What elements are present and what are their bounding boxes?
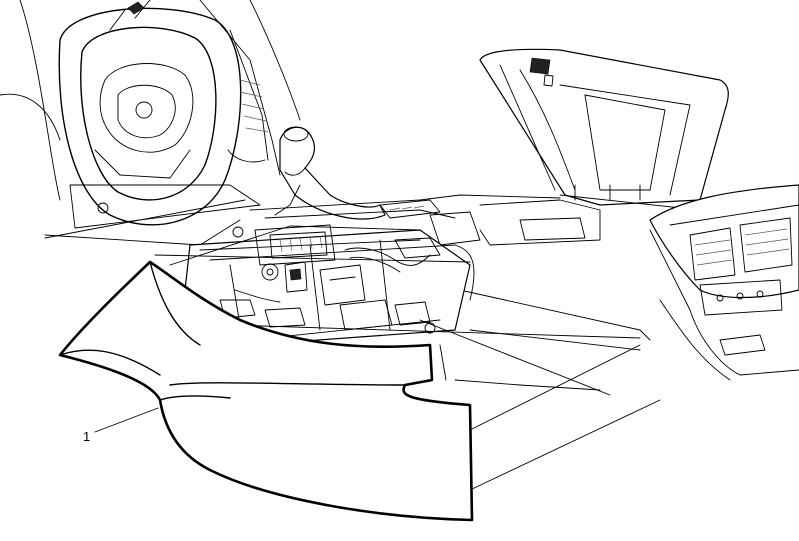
rear-console-vents xyxy=(649,184,799,381)
instrument-panel xyxy=(0,0,301,201)
console-front-trim-panel xyxy=(58,260,474,522)
console-armrest-lid xyxy=(479,48,729,211)
shift-lever xyxy=(274,126,386,220)
callout-1: 1 xyxy=(83,407,159,444)
steering-wheel xyxy=(58,0,242,226)
callout-leader-line xyxy=(94,407,159,433)
alignment-lines xyxy=(44,199,661,491)
floor-area xyxy=(44,184,261,246)
callout-number: 1 xyxy=(83,429,90,444)
